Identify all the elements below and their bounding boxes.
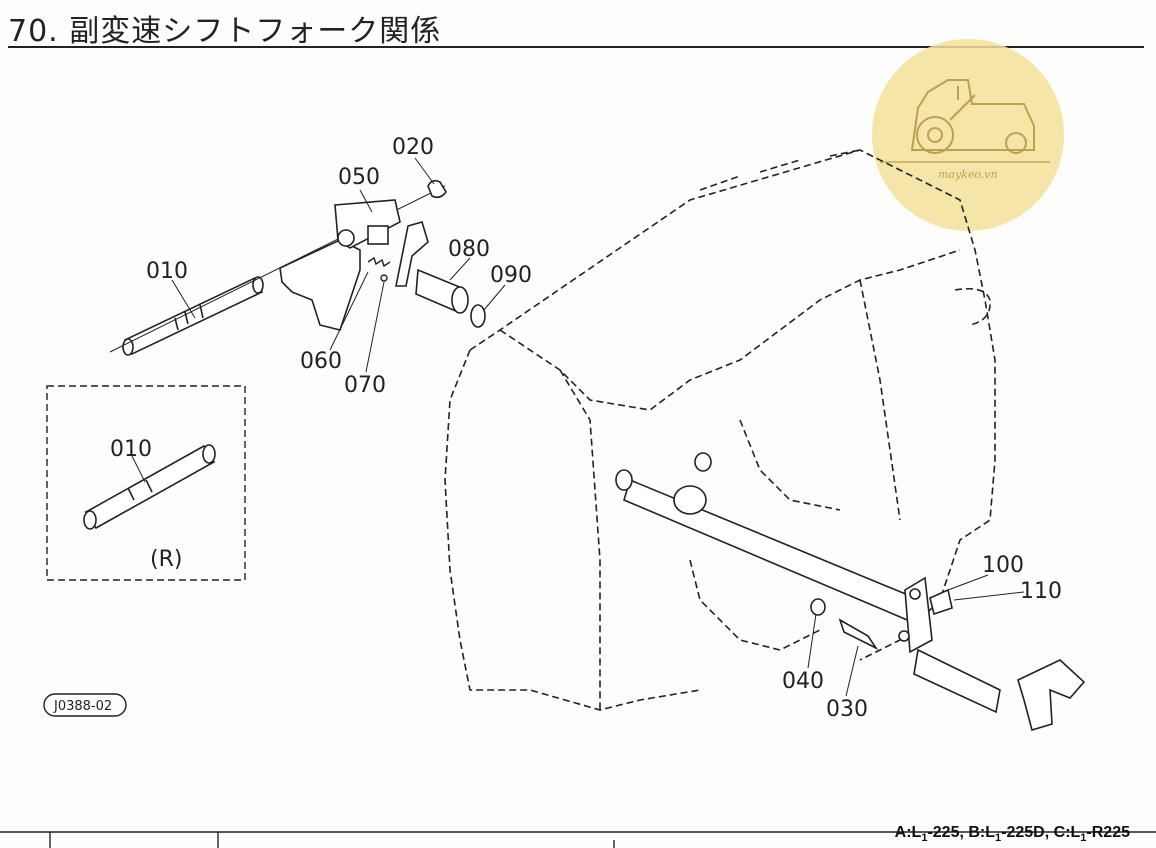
model-a-sub: 1 [921, 832, 928, 845]
model-a-rest: -225, [927, 824, 964, 841]
callout-100: 100 [982, 553, 1024, 578]
callout-020: 020 [392, 135, 434, 160]
part-030-bolt [838, 618, 879, 651]
figure-code: J0388-02 [53, 699, 112, 714]
page-title: 70. 副変速シフトフォーク関係 [8, 14, 442, 49]
inset-variant-r: 010 (R) [46, 385, 246, 581]
model-applicability-note: A:L1-225, B:L1-225D, C:L1-R225 [895, 824, 1130, 844]
inset-shift-rod [83, 444, 216, 530]
leader-lines [171, 157, 1025, 697]
part-110-bolt [929, 588, 953, 616]
watermark-text: maykeo.vn [938, 168, 998, 181]
callout-010: 010 [146, 259, 188, 284]
watermark-logo: maykeo.vn [872, 39, 1064, 231]
figure-code-badge: J0388-02 [43, 693, 127, 717]
inset-dashed-border [46, 385, 246, 581]
parts-table-header [0, 831, 1156, 848]
transmission-case [444, 149, 996, 711]
model-a-prefix: A:L [894, 824, 922, 841]
part-080-shift-arm [395, 221, 469, 314]
callout-090: 090 [490, 263, 532, 288]
title-underline [8, 46, 1144, 48]
callout-030: 030 [826, 697, 868, 722]
callout-070: 070 [344, 373, 386, 398]
part-060-spring [367, 256, 391, 282]
callout-040: 040 [782, 669, 824, 694]
inset-callout-010: 010 [110, 437, 152, 462]
tractor-icon [880, 79, 1050, 163]
inset-variant-label: (R) [150, 547, 182, 572]
callout-110: 110 [1020, 579, 1062, 604]
lower-shaft-assembly [615, 452, 1086, 732]
model-b-sub: 1 [995, 832, 1002, 845]
model-c-prefix: C:L [1053, 824, 1081, 841]
part-050-shift-fork [279, 199, 401, 331]
part-090-o-ring [470, 304, 486, 328]
callout-080: 080 [448, 237, 490, 262]
model-c-sub: 1 [1080, 832, 1087, 845]
callout-050: 050 [338, 165, 380, 190]
callout-060: 060 [300, 349, 342, 374]
part-010-shift-rod [122, 276, 264, 356]
model-b-prefix: B:L [968, 824, 996, 841]
model-c-rest: -R225 [1086, 824, 1130, 841]
part-040-washer [810, 598, 826, 616]
model-b-rest: -225D, [1001, 824, 1050, 841]
part-100-plate [904, 576, 933, 654]
part-020-clip [427, 179, 447, 199]
